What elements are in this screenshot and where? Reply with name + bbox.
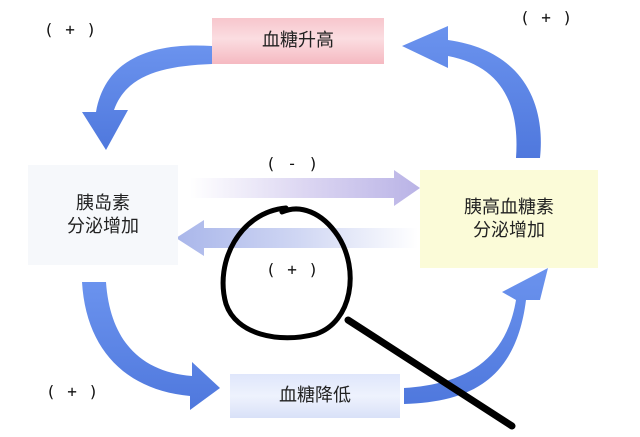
node-insulin-line2: 分泌增加 xyxy=(67,216,139,237)
arrow-bottom-to-right xyxy=(404,268,548,404)
arrow-left-to-right-inhibit xyxy=(190,170,420,206)
sign-bottom-left: ( + ) xyxy=(46,382,100,401)
magnifier-annotation xyxy=(220,205,516,430)
node-glucagon-increase: 胰高血糖素 分泌增加 xyxy=(420,170,598,268)
arrow-left-to-bottom xyxy=(82,282,220,410)
sign-middle-circled: ( + ) xyxy=(266,260,320,279)
node-blood-sugar-rise: 血糖升高 xyxy=(212,18,384,64)
node-glucagon-line1: 胰高血糖素 xyxy=(464,196,554,218)
node-insulin-line1: 胰岛素 xyxy=(76,192,130,214)
arrow-top-to-left xyxy=(82,45,212,150)
node-blood-sugar-fall: 血糖降低 xyxy=(230,374,400,418)
node-blood-sugar-fall-label: 血糖降低 xyxy=(279,385,351,407)
sign-top-right: ( + ) xyxy=(520,8,574,27)
sign-top-left: ( + ) xyxy=(44,20,98,39)
node-insulin-increase: 胰岛素 分泌增加 xyxy=(28,165,178,265)
node-blood-sugar-rise-label: 血糖升高 xyxy=(262,30,334,52)
arrow-right-to-left-promote xyxy=(176,220,418,256)
node-glucagon-line2: 分泌增加 xyxy=(473,220,545,241)
sign-middle-upper: ( - ) xyxy=(266,154,320,173)
arrow-right-to-top xyxy=(402,26,541,158)
